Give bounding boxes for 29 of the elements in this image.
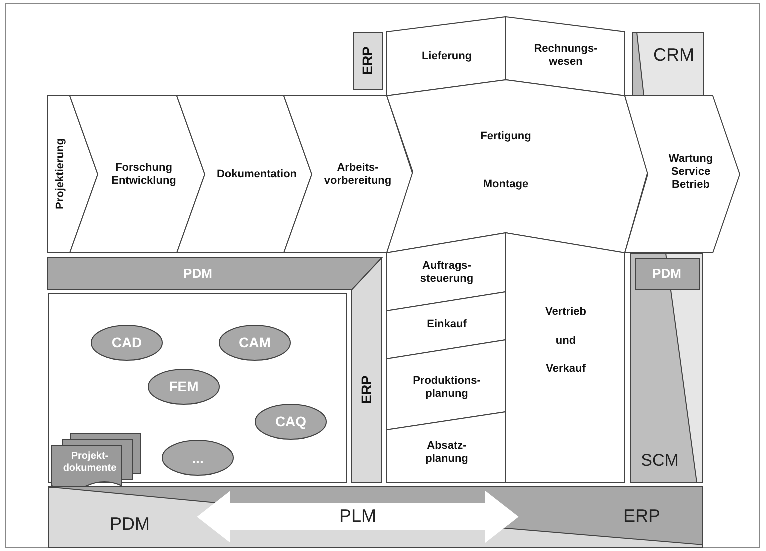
node-label: Wartung Service Betrieb (668, 153, 714, 193)
node-label: CAQ (275, 414, 307, 430)
node-label: Dokumentation (216, 168, 298, 182)
node-label: Auftrags- steuerung (420, 260, 474, 286)
system-label: CRM (654, 45, 694, 67)
node-label: CAM (239, 334, 271, 352)
node-label: PDM (184, 266, 212, 282)
system-label: PLM (340, 506, 376, 528)
node-label: Vertrieb und Verkauf (546, 305, 586, 378)
node-label: ERP (358, 376, 376, 404)
node-label: Lieferung (422, 50, 472, 64)
system-label: ERP (624, 506, 660, 528)
node-label: ERP (360, 46, 376, 76)
node-label: FEM (169, 378, 199, 396)
node-label: Absatz- planung (426, 440, 468, 466)
system-label: PDM (110, 514, 150, 536)
node-label: Arbeits- vorbereitung (324, 162, 392, 188)
node-label: Forschung Entwicklung (112, 162, 176, 188)
node-label: CAD (112, 334, 142, 352)
node-label: Produktions- planung (413, 374, 481, 402)
node-label: Einkauf (427, 318, 467, 332)
process-label: Fertigung (480, 130, 532, 144)
node-label: ... (192, 450, 204, 468)
node-label: PDM (652, 266, 682, 282)
node-label: Rechnungs- wesen (534, 42, 598, 70)
system-label: SCM (641, 450, 679, 472)
process-label: Montage (483, 178, 529, 192)
node-label: Projekt- dokumente (63, 451, 117, 475)
node-label: Projektierung (54, 138, 68, 210)
